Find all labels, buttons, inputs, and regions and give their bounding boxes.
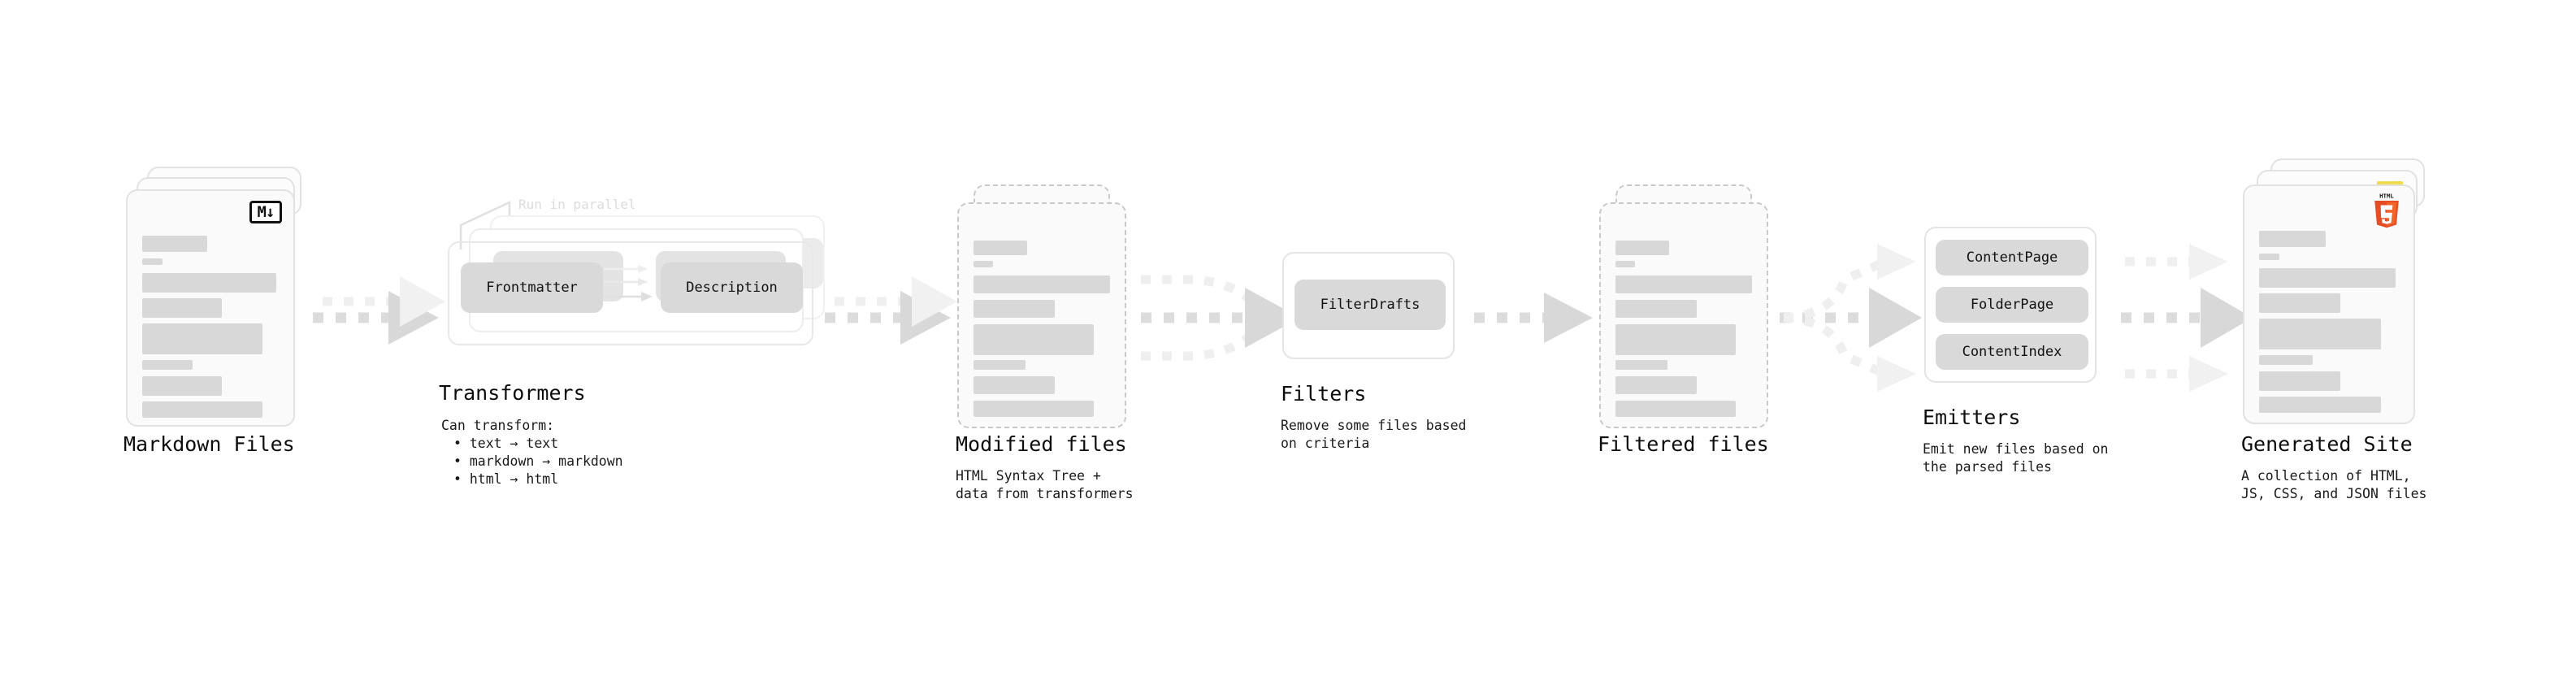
arrow-transformers-to-modified [825, 276, 957, 345]
stage-filtered-files: Filtered files [1598, 184, 1778, 456]
pill-frontmatter[interactable]: Frontmatter [461, 262, 603, 313]
doc-bar [1615, 275, 1752, 293]
doc-bar [2259, 268, 2396, 288]
filtered-doc-front [1599, 202, 1768, 428]
markdown-doc-stack: M↓ [126, 167, 305, 427]
transformers-bullet-1: • markdown → markdown [453, 453, 623, 469]
arrow-filters-to-filtered [1474, 293, 1593, 343]
doc-bar [974, 241, 1027, 255]
pill-contentindex[interactable]: ContentIndex [1936, 334, 2088, 370]
doc-bar [142, 298, 222, 318]
doc-bar [1615, 401, 1736, 417]
transformers-bullet-0: • text → text [453, 436, 559, 451]
doc-bar [1615, 376, 1697, 394]
modified-doc-stack [957, 184, 1136, 436]
stage-modified-files: Modified files HTML Syntax Tree + data f… [956, 184, 1136, 501]
arrow-filtered-to-emitters [1780, 244, 1922, 392]
arrow-emitters-to-site [2121, 244, 2253, 392]
html5-badge-icon: HTML [2374, 192, 2399, 228]
stage-title-modified-files: Modified files [956, 432, 1127, 456]
doc-bar [2259, 371, 2340, 391]
doc-bar [2259, 231, 2326, 247]
pill-description[interactable]: Description [661, 262, 803, 313]
doc-bar [142, 401, 262, 418]
pill-folderpage[interactable]: FolderPage [1936, 287, 2088, 323]
doc-bar [1615, 300, 1697, 318]
modified-files-subtitle: HTML Syntax Tree + data from transformer… [956, 468, 1134, 501]
arrow-markdown-to-transformers [313, 276, 445, 345]
site-doc-front: HTML [2243, 184, 2415, 424]
doc-bar [974, 324, 1094, 355]
stage-title-markdown-files: Markdown Files [124, 432, 295, 456]
stage-title-filters: Filters [1281, 382, 1367, 406]
svg-text:HTML: HTML [2379, 192, 2394, 199]
transformers-bullet-2: • html → html [453, 471, 559, 487]
transformer-panel-front [448, 241, 813, 345]
doc-bar [142, 376, 222, 396]
doc-bar [142, 273, 276, 293]
pill-contentpage[interactable]: ContentPage [1936, 240, 2088, 275]
transformers-subtitle: Can transform: [441, 418, 555, 433]
pill-filterdrafts[interactable]: FilterDrafts [1295, 280, 1446, 330]
doc-bar [1615, 261, 1635, 267]
doc-bar [2259, 293, 2340, 313]
site-doc-stack: CSS HTML [2243, 158, 2430, 427]
doc-bar [142, 360, 193, 370]
doc-bar [974, 300, 1055, 318]
stage-title-generated-site: Generated Site [2241, 432, 2413, 456]
doc-bar [974, 275, 1110, 293]
stage-title-filtered-files: Filtered files [1598, 432, 1769, 456]
doc-bar [142, 323, 262, 354]
doc-bar [974, 401, 1094, 417]
filtered-doc-stack [1599, 184, 1778, 436]
markdown-badge-icon: M↓ [249, 201, 282, 223]
stage-markdown-files: M↓ Markdown Files [124, 167, 305, 456]
doc-bar [2259, 254, 2279, 260]
doc-bar [142, 258, 163, 265]
modified-doc-front [957, 202, 1126, 428]
doc-bar [974, 376, 1055, 394]
filters-subtitle: Remove some files based on criteria [1281, 418, 1467, 451]
run-in-parallel-label: Run in parallel [518, 197, 636, 212]
doc-bar [1615, 360, 1667, 370]
markdown-doc-front: M↓ [126, 189, 295, 427]
doc-bar [1615, 241, 1669, 255]
doc-bar [974, 360, 1026, 370]
doc-bar [142, 236, 207, 252]
emitters-subtitle: Emit new files based on the parsed files [1923, 441, 2109, 475]
transformer-inner-arrows-icon [602, 265, 653, 301]
doc-bar [1615, 324, 1736, 355]
doc-bar [2259, 397, 2381, 413]
doc-bar [2259, 319, 2381, 349]
arrow-modified-to-filters [1141, 275, 1300, 361]
run-in-parallel-bracket-icon [459, 201, 511, 249]
stage-generated-site: CSS HTML [2241, 158, 2430, 501]
emitters-panel: ContentPage FolderPage ContentIndex [1924, 227, 2097, 383]
stage-title-emitters: Emitters [1923, 406, 2021, 429]
doc-bar [974, 261, 993, 267]
generated-site-subtitle: A collection of HTML, JS, CSS, and JSON … [2241, 468, 2427, 501]
filters-panel: FilterDrafts [1282, 252, 1455, 359]
doc-bar [2259, 355, 2313, 365]
stage-title-transformers: Transformers [439, 381, 586, 405]
